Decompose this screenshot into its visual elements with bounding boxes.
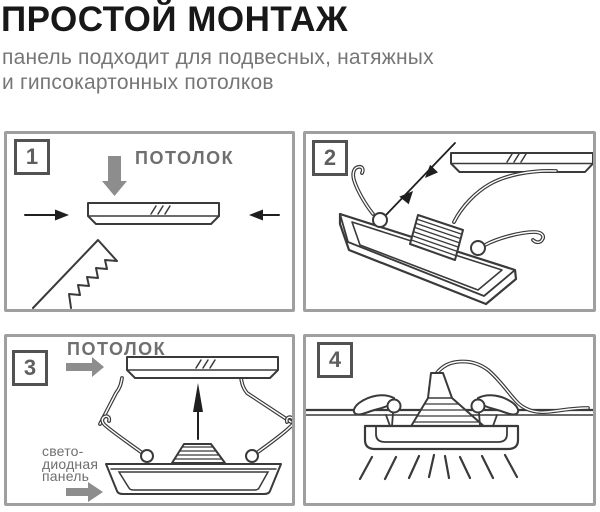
spring-clip-left xyxy=(352,394,402,427)
ceiling-label: ПОТОЛОК xyxy=(135,148,235,168)
step-1-number-badge: 1 xyxy=(14,139,50,175)
led-driver-box xyxy=(171,443,226,464)
right-arrow-gray-icon xyxy=(66,357,104,377)
page-title: ПРОСТОЙ МОНТАЖ xyxy=(1,0,349,39)
insertion-arrows-icon xyxy=(384,142,456,217)
subtitle-line-2: и гипсокартонных потолков xyxy=(2,71,274,94)
led-panel-body xyxy=(105,463,282,495)
step-4-number-badge: 4 xyxy=(317,342,353,378)
led-panel-label: свето- диодная панель xyxy=(42,443,99,484)
power-wire xyxy=(428,359,590,415)
step-2-number-badge: 2 xyxy=(312,140,348,176)
step-1-illustration xyxy=(24,156,280,309)
step-3-illustration xyxy=(66,356,292,502)
spring-clip-right xyxy=(470,230,546,256)
step-number: 4 xyxy=(328,347,342,372)
ceiling-cross-section xyxy=(450,152,593,173)
spring-clip-right xyxy=(245,415,292,463)
up-arrow-icon xyxy=(193,383,203,440)
step-number: 2 xyxy=(323,145,337,170)
ceiling-cross-section xyxy=(87,202,220,225)
page-subtitle: панель подходит для подвесных, натяжных … xyxy=(2,45,434,95)
led-panel-frame xyxy=(363,424,520,451)
step-2-panel: 2 xyxy=(303,131,596,312)
led-driver-box xyxy=(409,214,464,261)
spring-clip-left xyxy=(351,164,388,228)
light-rays-icon xyxy=(358,453,519,481)
ceiling-label: ПОТОЛОК xyxy=(67,339,167,359)
spring-wings xyxy=(98,376,292,426)
step-3-number-badge: 3 xyxy=(12,350,48,386)
left-arrow-icon xyxy=(24,209,69,221)
step-4-panel: 4 xyxy=(303,334,596,506)
down-arrow-icon xyxy=(102,156,127,196)
recess-walls xyxy=(385,414,498,427)
step-number: 3 xyxy=(23,355,37,380)
right-arrow-icon xyxy=(249,209,280,221)
ceiling-cross-section xyxy=(126,356,279,379)
right-arrow-gray-icon xyxy=(66,482,103,502)
step-number: 1 xyxy=(25,144,39,169)
step-4-illustration xyxy=(306,359,593,481)
subtitle-line-1: панель подходит для подвесных, натяжных xyxy=(2,46,434,69)
step-1-panel: 1 ПОТОЛОК xyxy=(4,131,295,312)
power-wire xyxy=(452,168,558,224)
step-2-illustration xyxy=(338,142,593,306)
step-3-panel: 3 ПОТОЛОК свето- диодная панель xyxy=(4,334,295,506)
spring-clip-right xyxy=(470,394,520,427)
saw-cut-piece xyxy=(32,239,118,309)
spring-clip-left xyxy=(100,414,154,463)
